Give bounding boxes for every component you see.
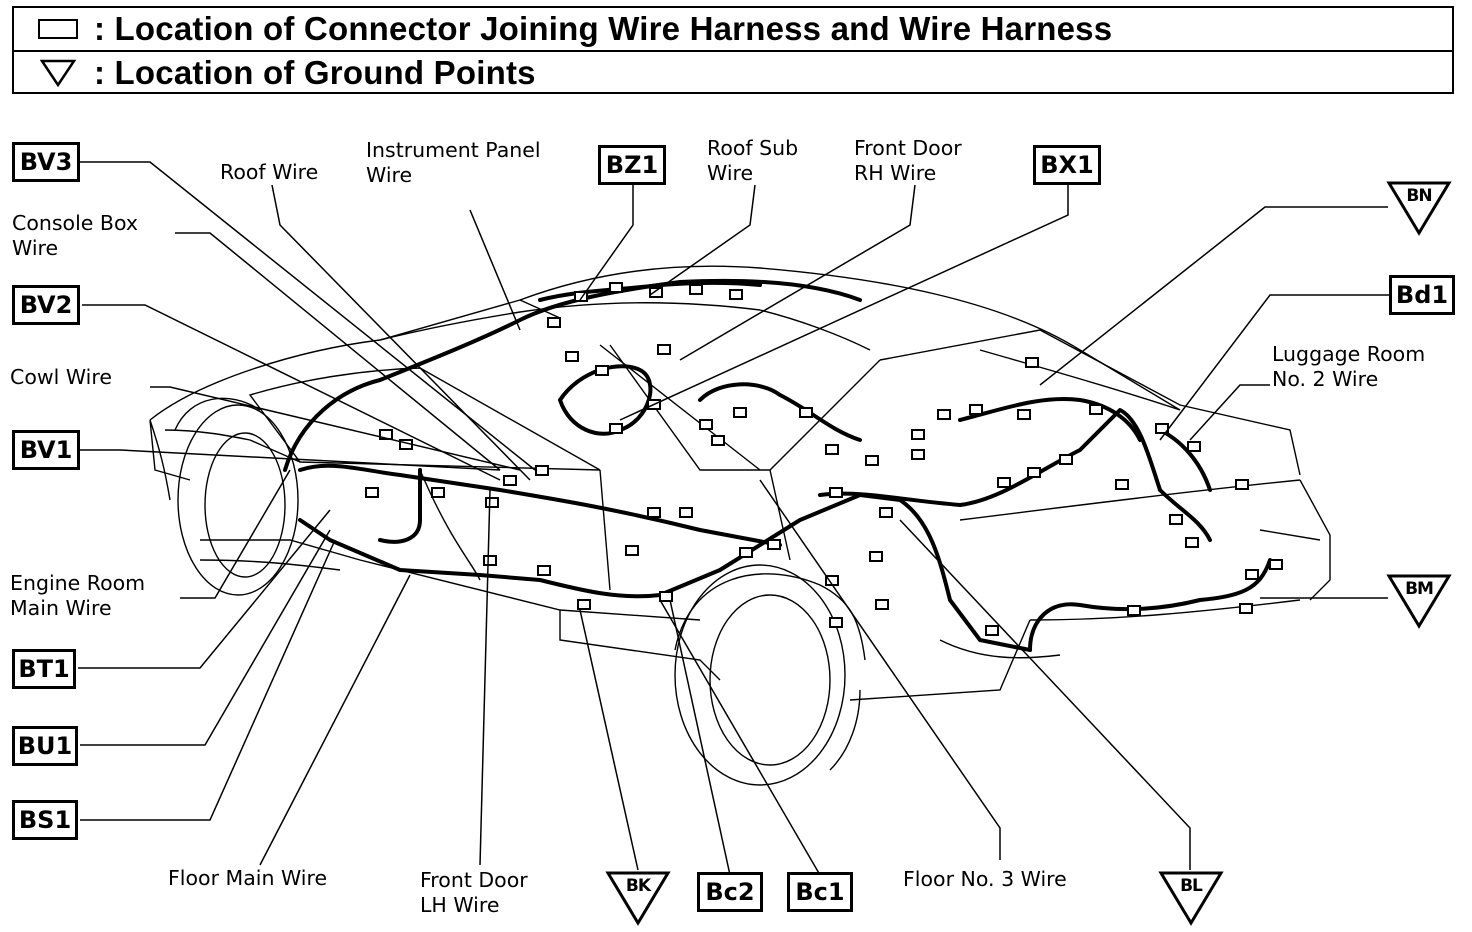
legend-ground-row: : Location of Ground Points	[14, 52, 1452, 94]
ground-bm-label: BM	[1405, 579, 1434, 599]
label-floor-main-wire: Floor Main Wire	[168, 866, 328, 890]
ground-bk-label: BK	[625, 876, 651, 896]
ground-bk: BK	[605, 870, 671, 926]
connector-bd1: Bd1	[1389, 275, 1455, 315]
connector-bc2: Bc2	[697, 872, 763, 912]
label-roof-wire: Roof Wire	[220, 160, 319, 184]
connector-bv3: BV3	[12, 142, 80, 182]
connector-bc1: Bc1	[787, 872, 853, 912]
label-roof-sub-wire: Roof Sub Wire	[707, 136, 799, 185]
label-cowl-wire: Cowl Wire	[10, 365, 112, 389]
connector-bv1: BV1	[12, 430, 80, 470]
label-engine-room-main-wire: Engine Room Main Wire	[10, 571, 146, 620]
legend-connector-row: : Location of Connector Joining Wire Har…	[14, 8, 1452, 52]
ground-triangle-icon	[14, 52, 94, 94]
connector-bx1: BX1	[1033, 145, 1101, 185]
car-body-outline	[149, 265, 1331, 786]
legend-ground-text: : Location of Ground Points	[94, 54, 536, 91]
connector-bv2: BV2	[12, 285, 80, 325]
harness-connectors	[365, 282, 1283, 636]
ground-triangle-icon	[1386, 181, 1452, 236]
label-front-door-lh-wire: Front Door LH Wire	[420, 868, 528, 917]
connector-bs1: BS1	[12, 800, 78, 840]
label-console-box-wire: Console Box Wire	[12, 211, 139, 260]
connector-bu1: BU1	[12, 726, 78, 766]
label-front-door-rh-wire: Front Door RH Wire	[854, 136, 962, 185]
leader-lines	[78, 161, 1390, 876]
label-floor-no3-wire: Floor No. 3 Wire	[903, 867, 1067, 891]
ground-bl-label: BL	[1180, 876, 1203, 896]
ground-bn-label: BN	[1406, 186, 1432, 206]
ground-bm: BM	[1386, 573, 1452, 629]
ground-triangle-icon	[1158, 871, 1224, 926]
ground-triangle-icon	[1386, 574, 1452, 629]
ground-bn: BN	[1386, 180, 1452, 236]
ground-triangle-icon	[605, 871, 671, 926]
connector-bz1: BZ1	[598, 145, 666, 185]
ground-bl: BL	[1158, 870, 1224, 926]
label-luggage-room-no2-wire: Luggage Room No. 2 Wire	[1272, 342, 1426, 391]
connector-bt1: BT1	[12, 649, 76, 689]
connector-box-icon	[14, 8, 94, 50]
legend: : Location of Connector Joining Wire Har…	[12, 6, 1454, 94]
legend-connector-text: : Location of Connector Joining Wire Har…	[94, 10, 1113, 47]
label-instrument-panel-wire: Instrument Panel Wire	[366, 138, 541, 187]
